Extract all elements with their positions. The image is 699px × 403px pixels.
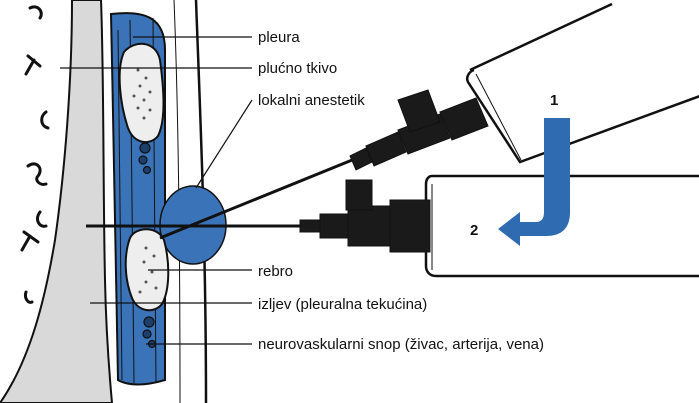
step-1-number: 1: [550, 92, 558, 109]
step-2-number: 2: [470, 222, 478, 239]
needle-upper: [159, 154, 363, 240]
label-lung-tissue: plućno tkivo: [258, 60, 337, 77]
lung-area: [0, 0, 114, 403]
skin-line-outer: [194, 0, 208, 403]
skin-line-inner: [173, 0, 181, 403]
leader-lines: [60, 36, 253, 345]
rib-lower: [124, 228, 170, 312]
label-rib: rebro: [258, 263, 293, 280]
label-neurovascular-bundle: neurovaskularni snop (živac, arterija, v…: [258, 336, 544, 353]
nv-bundle-upper: [138, 142, 152, 175]
label-local-anesthetic: lokalni anestetik: [258, 92, 365, 109]
direction-arrow: [498, 118, 570, 246]
label-pleura: pleura: [258, 29, 300, 46]
lung-tissue-marks: [20, 5, 50, 304]
label-effusion: izljev (pleuralna tekućina): [258, 296, 427, 313]
syringe-upper: [159, 2, 699, 240]
leader-local-anesthetic: [195, 99, 253, 189]
